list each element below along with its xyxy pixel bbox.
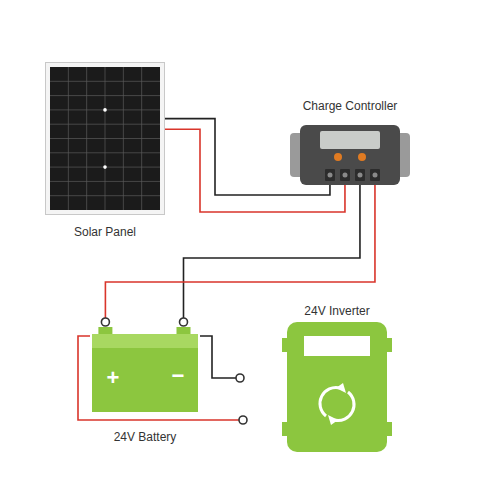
node-heading: Solar Panel (74, 225, 136, 239)
node-heading: 24V Inverter (304, 304, 369, 318)
black-wire (184, 185, 360, 318)
battery-top (92, 334, 198, 348)
ring-terminal (180, 318, 188, 326)
inverter-screen (304, 336, 370, 356)
solar-panel-shape (45, 62, 165, 215)
black-wire (200, 336, 236, 378)
panel-dot (103, 165, 107, 169)
cycle-icon (320, 383, 354, 425)
lcd-screen (320, 131, 380, 149)
terminal-screw (343, 173, 348, 178)
ring-terminal (239, 416, 247, 424)
terminal-screw (373, 173, 378, 178)
terminal-screw (358, 173, 363, 178)
inverter: 24V Inverter (282, 322, 392, 452)
charge-controller: Charge Controller (290, 125, 410, 185)
ring-terminal (236, 374, 244, 382)
controller-body (300, 125, 400, 185)
terminal (355, 169, 365, 181)
node-heading: 24V Battery (114, 430, 177, 444)
charge-controller-shape (290, 125, 410, 185)
plus-sign: + (107, 367, 120, 389)
panel-cells (50, 67, 160, 210)
inverter-shape (282, 322, 392, 452)
button (358, 153, 366, 161)
panel-dot (103, 108, 107, 112)
ring-terminal (101, 318, 109, 326)
solar-panel: Solar Panel (45, 62, 165, 215)
terminal-screw (328, 173, 333, 178)
battery-body (92, 334, 198, 412)
node-heading: Charge Controller (303, 99, 398, 113)
inverter-body (287, 322, 387, 452)
terminal (325, 169, 335, 181)
panel-frame (46, 63, 165, 215)
terminal (340, 169, 350, 181)
terminal (370, 169, 380, 181)
button (334, 153, 342, 161)
cell-grid (50, 67, 160, 210)
minus-sign: − (172, 365, 185, 387)
